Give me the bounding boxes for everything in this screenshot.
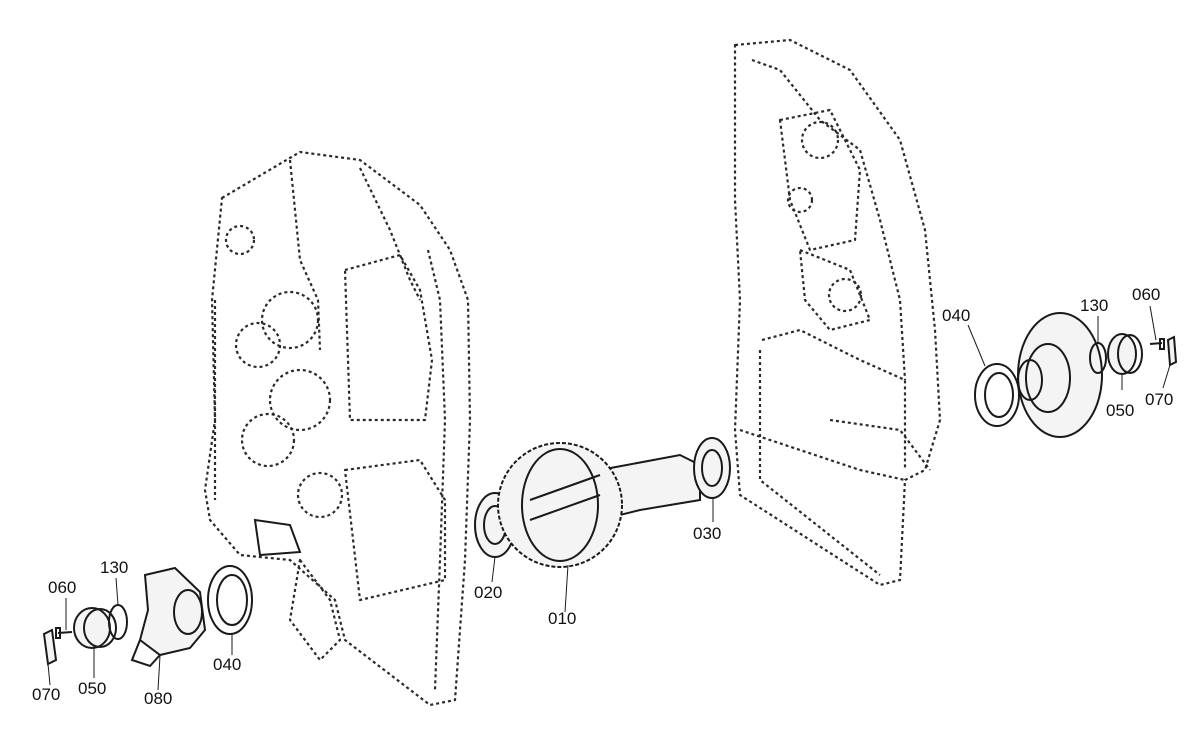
callout-130-left: 130: [100, 558, 128, 577]
callout-070-right: 070: [1145, 390, 1173, 409]
leader-lines: [47, 305, 1171, 691]
lock-plate-left-part: [42, 628, 58, 666]
bearing-030-part: [693, 437, 731, 499]
callout-130-right: 130: [1080, 296, 1108, 315]
callout-060-left: 060: [48, 578, 76, 597]
cap-left-part: [73, 607, 111, 649]
left-housing: [203, 150, 472, 707]
o-ring-left-part: [108, 604, 128, 640]
bolt-right-part: [1149, 338, 1165, 350]
callout-020: 020: [474, 583, 502, 602]
callout-030: 030: [693, 524, 721, 543]
right-housing: [733, 38, 942, 587]
flange-part: [138, 566, 207, 657]
flange-plate-right-part: [1017, 312, 1103, 438]
shaft-assembly: [474, 437, 731, 568]
right-small-parts: [974, 312, 1178, 438]
callout-080: 080: [144, 689, 172, 708]
callout-040-left: 040: [213, 655, 241, 674]
callout-labels: 010 020 030 040 040 050 050 060 060 070 …: [32, 285, 1173, 708]
lock-plate-right-part: [1166, 335, 1178, 367]
seal-right-part: [974, 363, 1020, 427]
callout-060-right: 060: [1132, 285, 1160, 304]
callout-040-right: 040: [942, 306, 970, 325]
callout-050-right: 050: [1106, 401, 1134, 420]
bolt-left-part: [55, 627, 73, 639]
callout-070-left: 070: [32, 685, 60, 704]
callout-050-left: 050: [78, 679, 106, 698]
gear-010-part: [497, 442, 623, 568]
callout-010: 010: [548, 609, 576, 628]
seal-left-part: [207, 565, 253, 635]
